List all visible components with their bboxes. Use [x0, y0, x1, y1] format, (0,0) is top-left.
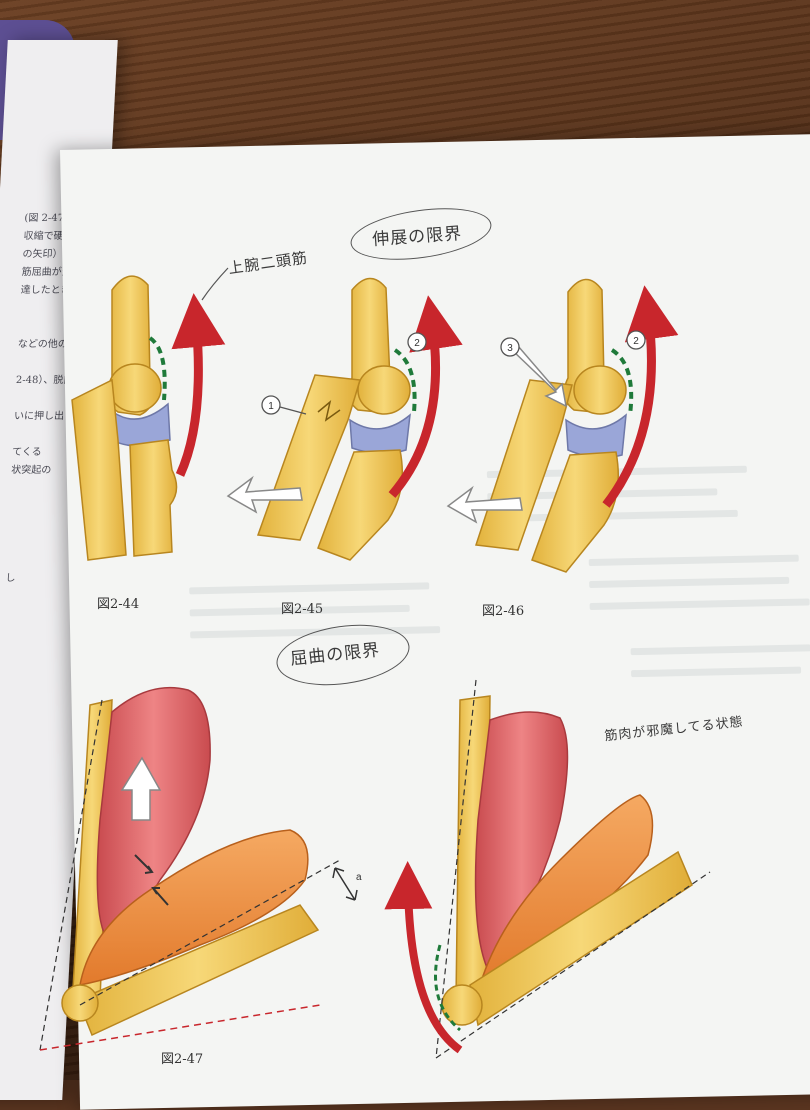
note-pointer: [201, 267, 229, 301]
double-arrow: [332, 867, 358, 901]
marker-circle: [500, 337, 520, 357]
red-arrow: [388, 295, 463, 498]
biceps-muscle: [96, 686, 211, 941]
dashed-axis: [435, 679, 477, 1059]
figure-2-45: 1 2: [226, 277, 463, 561]
red-arrow: [602, 285, 679, 508]
marker-label: 1: [268, 401, 274, 412]
green-dashed-arc: [434, 944, 461, 1032]
marker-circle: [261, 395, 281, 415]
green-dashed-arc: [393, 348, 417, 413]
humerus-head: [573, 365, 627, 415]
marker-label: a: [356, 872, 362, 883]
elbow-joint: [61, 984, 99, 1022]
humerus-head: [357, 365, 411, 415]
figure-caption: 図2-45: [281, 602, 324, 617]
radius-bone: [317, 449, 403, 561]
radius-bone: [129, 439, 178, 557]
figure-caption: 図2-47: [161, 1052, 204, 1067]
red-arrow: [384, 861, 463, 1054]
biceps-muscle: [474, 711, 569, 972]
red-arrow: [171, 293, 226, 477]
green-dashed-arc: [610, 348, 634, 416]
white-arrow: [510, 345, 568, 408]
marker-label: 2: [414, 338, 420, 349]
forearm-bone: [77, 904, 320, 1037]
forearm-muscle: [79, 829, 309, 986]
white-arrow: [446, 485, 523, 524]
marker-circle: [626, 330, 646, 350]
dashed-axis: [435, 871, 711, 1059]
figure-caption: 図2-46: [482, 604, 525, 619]
figure-2-44: [71, 275, 226, 561]
ulna-bone: [71, 378, 127, 561]
marker-label: 2: [633, 336, 639, 347]
marker-label: 3: [507, 343, 513, 354]
figure-2-47-right: [384, 679, 711, 1059]
figure-2-46: 3 2: [446, 278, 679, 573]
white-arrow: [120, 756, 162, 821]
small-arrow: [151, 887, 169, 906]
green-dashed-arc: [148, 336, 167, 401]
fracture-line: [317, 400, 341, 422]
anatomy-figures: 1 2 3 2 a: [39, 275, 711, 1059]
white-arrow: [226, 475, 303, 514]
cartilage: [107, 402, 171, 447]
marker-circle: [407, 332, 427, 352]
figure-caption: 図2-44: [97, 597, 140, 612]
small-arrow: [134, 854, 154, 874]
figure-2-47-left: a: [39, 686, 362, 1051]
